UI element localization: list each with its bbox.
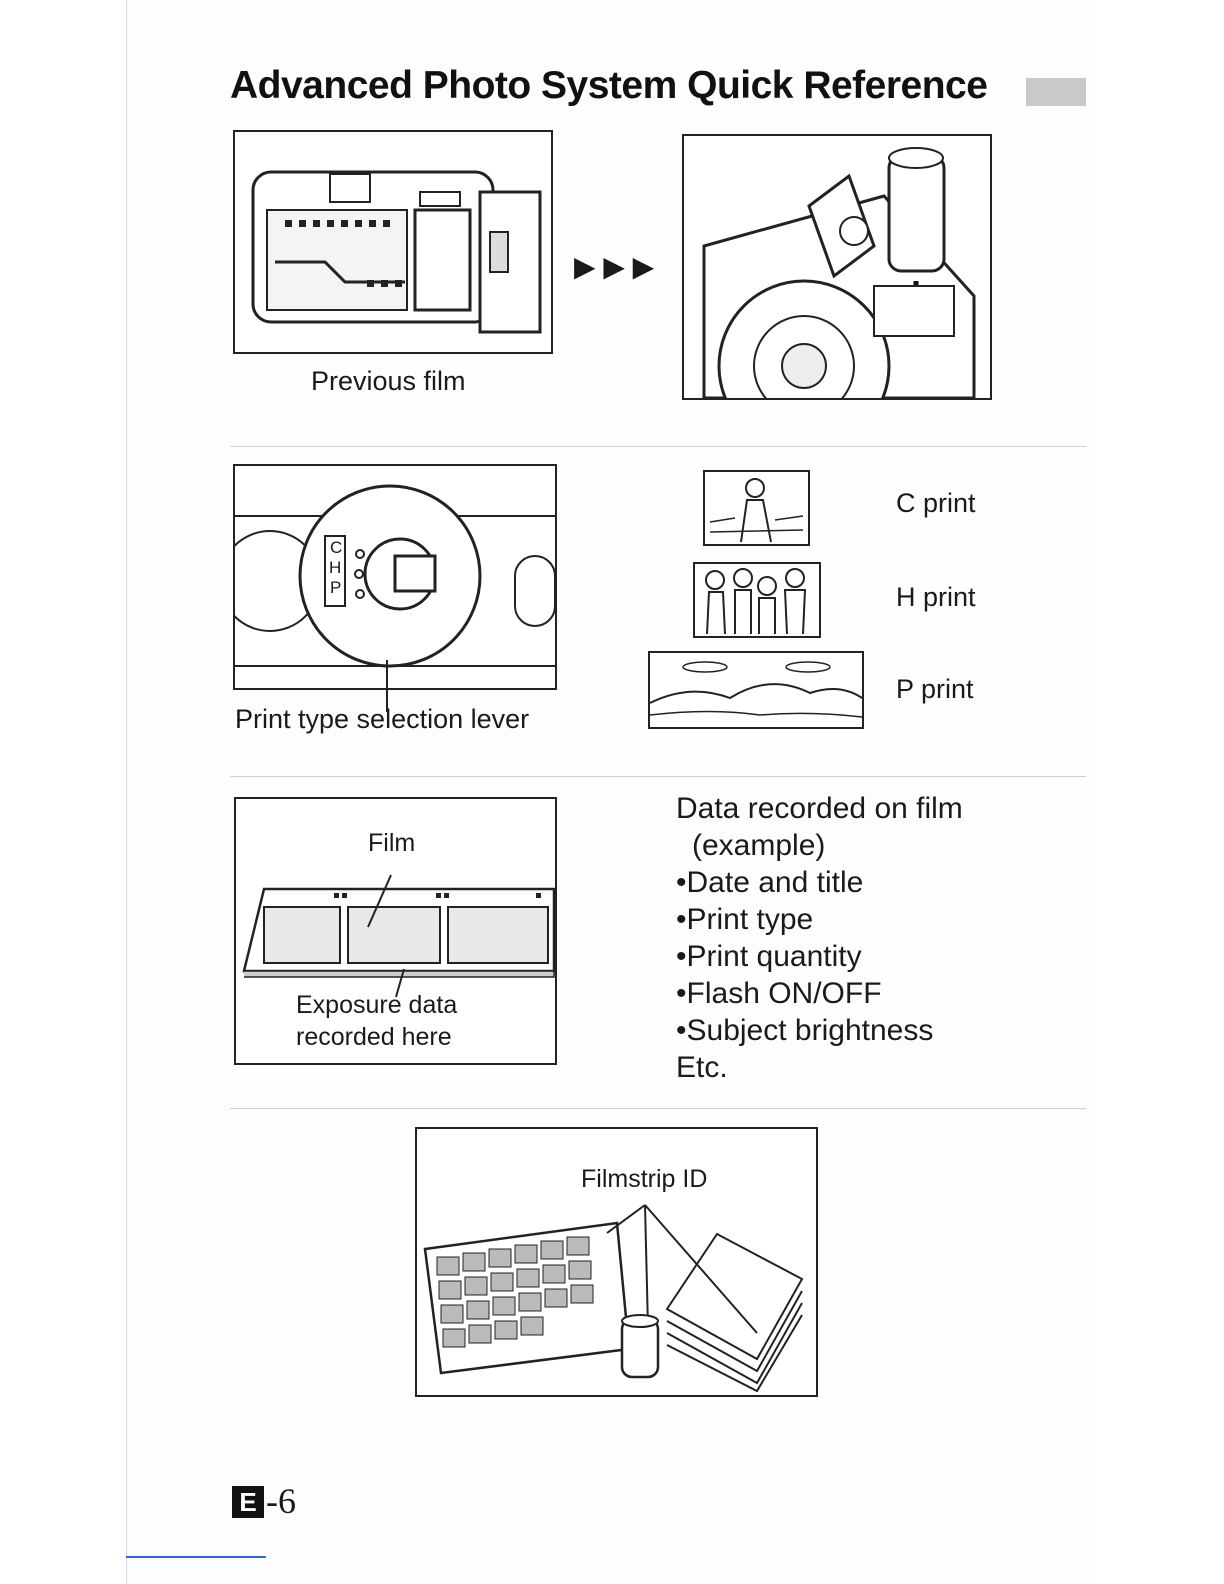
film-label: Film: [368, 829, 415, 858]
p-print-label: P print: [896, 674, 974, 705]
p-print-thumbnail: [648, 651, 864, 729]
exposure-label-line1: Exposure data: [296, 991, 457, 1020]
data-heading-line2: (example): [692, 827, 825, 864]
previous-film-camera-illustration: [233, 130, 553, 354]
c-print-label: C print: [896, 488, 976, 519]
arrow-right-icon: ▶ ▶ ▶: [574, 250, 654, 283]
lever-letter-h: H: [329, 558, 341, 578]
print-type-lever-illustration: C H P: [233, 464, 557, 690]
section-divider: [230, 1108, 1086, 1109]
section-divider: [230, 776, 1086, 777]
c-print-thumbnail: [703, 470, 810, 546]
data-list-item: •Subject brightness: [676, 1012, 933, 1049]
lever-letter-c: C: [330, 538, 342, 558]
h-print-thumbnail: [693, 562, 821, 638]
title-tab-marker: [1026, 78, 1086, 106]
page-number: -6: [266, 1480, 296, 1522]
h-print-label: H print: [896, 582, 976, 613]
data-list-item: •Date and title: [676, 864, 863, 901]
language-badge: E: [232, 1486, 264, 1518]
exposure-label-line2: recorded here: [296, 1023, 452, 1052]
lever-letter-p: P: [330, 578, 341, 598]
data-list-item: •Print quantity: [676, 938, 862, 975]
film-strip-illustration: Film Exposure data recorded here: [234, 797, 557, 1065]
page-title: Advanced Photo System Quick Reference: [230, 64, 987, 108]
data-heading-line1: Data recorded on film: [676, 790, 963, 827]
lever-caption: Print type selection lever: [235, 704, 529, 735]
filmstrip-id-illustration: Filmstrip ID: [415, 1127, 818, 1397]
previous-film-caption: Previous film: [311, 366, 466, 397]
data-list-item: •Print type: [676, 901, 813, 938]
filmstrip-id-label: Filmstrip ID: [581, 1165, 707, 1194]
cartridge-loading-illustration: [682, 134, 992, 400]
section-divider: [230, 446, 1086, 447]
data-list-item: •Flash ON/OFF: [676, 975, 882, 1012]
data-etc: Etc.: [676, 1049, 728, 1086]
bottom-rule: [126, 1556, 266, 1558]
